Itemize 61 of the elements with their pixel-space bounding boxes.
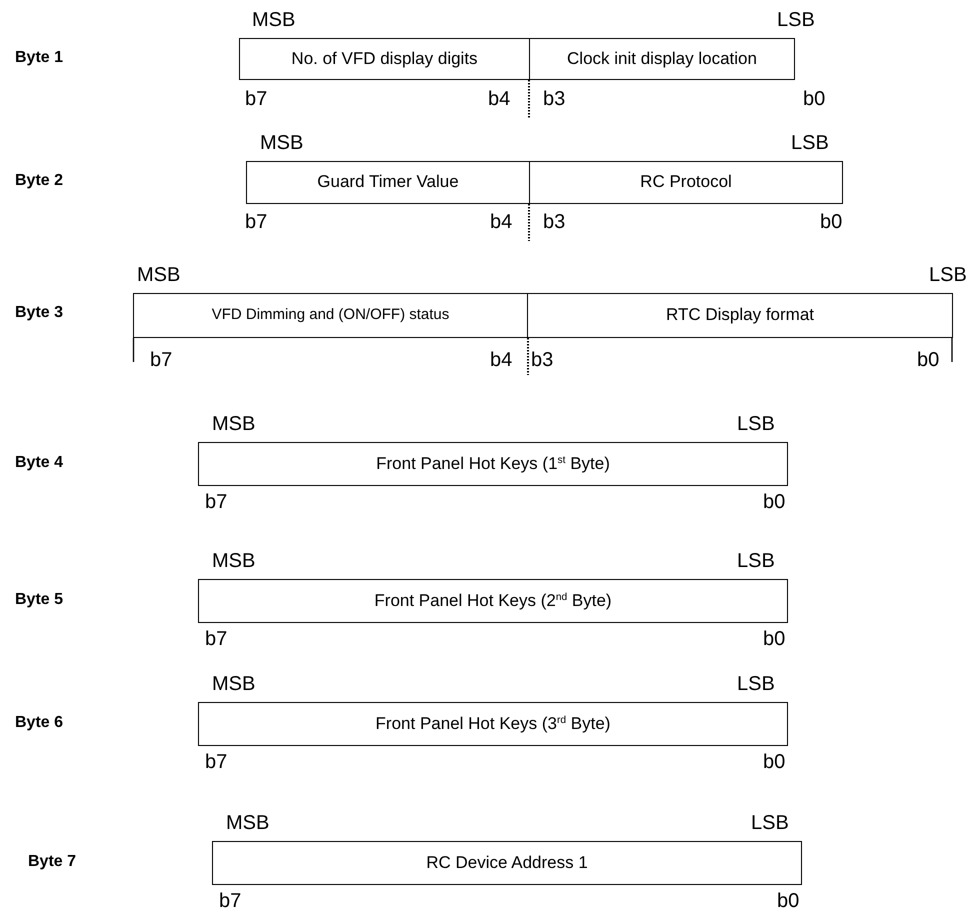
bit-label: b7 <box>205 752 228 772</box>
bit-label: b7 <box>205 629 228 649</box>
byte-label: Byte 1 <box>15 50 64 66</box>
bit-label: b0 <box>763 629 786 649</box>
bit-label: MSB <box>212 414 256 434</box>
bit-label: LSB <box>737 551 775 571</box>
bit-label: MSB <box>226 813 270 833</box>
bit-label: b0 <box>763 492 786 512</box>
bit-field <box>212 841 802 885</box>
byte-label: Byte 5 <box>15 592 64 608</box>
bit-field <box>198 579 788 623</box>
bit-label: MSB <box>212 674 256 694</box>
bit-field <box>529 38 795 80</box>
bit-label: b7 <box>205 492 228 512</box>
bit-label: b7 <box>245 89 268 109</box>
bit-label: b3 <box>543 89 566 109</box>
bit-label: b4 <box>490 212 512 232</box>
bit-label: MSB <box>252 10 296 30</box>
field-name: Guard Timer Value <box>317 173 459 192</box>
bit-label: b4 <box>488 89 510 109</box>
bit-label: b7 <box>150 350 172 370</box>
bit-label: LSB <box>929 265 967 285</box>
bit-label: LSB <box>751 813 789 833</box>
bit-label: b7 <box>245 212 268 232</box>
field-name: Front Panel Hot Keys (1$^{st}$ Byte) <box>376 454 610 474</box>
field-name: Clock init display location <box>567 50 757 68</box>
byte-label: Byte 2 <box>15 173 64 189</box>
bit-label: b4 <box>490 350 512 370</box>
bit-label: b0 <box>917 350 940 370</box>
bit-label: MSB <box>260 133 304 153</box>
bit-field <box>529 161 843 204</box>
field-name: Front Panel Hot Keys (3$^{rd}$ Byte) <box>376 714 610 734</box>
bit-field <box>198 442 788 486</box>
byte-label: Byte 7 <box>28 854 76 870</box>
field-name: RC Device Address 1 <box>426 854 588 872</box>
bit-label: b3 <box>543 212 566 232</box>
bit-label: b7 <box>219 891 242 909</box>
bit-label: b0 <box>803 89 826 109</box>
bit-label: LSB <box>737 674 775 694</box>
field-name: No. of VFD display digits <box>291 50 478 68</box>
byte-label: Byte 4 <box>15 455 64 471</box>
field-name: VFD Dimming and (ON/OFF) status <box>212 307 450 324</box>
bit-field <box>133 293 528 338</box>
bit-label: LSB <box>737 414 775 434</box>
bit-label: b0 <box>820 212 842 232</box>
bit-field <box>198 702 788 746</box>
field-name: Front Panel Hot Keys (2$^{nd}$ Byte) <box>374 592 612 610</box>
bit-label: LSB <box>777 10 815 30</box>
bit-label: MSB <box>137 265 180 285</box>
bit-label: LSB <box>791 133 829 153</box>
bit-field <box>239 38 530 80</box>
byte-label: Byte 6 <box>15 715 64 731</box>
bit-label: b0 <box>777 891 800 909</box>
bit-field <box>246 161 530 204</box>
bit-label: MSB <box>212 551 256 571</box>
field-name: RTC Display format <box>666 306 814 325</box>
bit-label: b0 <box>763 752 786 772</box>
byte-label: Byte 3 <box>15 305 64 321</box>
bit-label: b3 <box>531 350 554 370</box>
bit-field <box>527 293 953 338</box>
field-name: RC Protocol <box>640 173 732 192</box>
